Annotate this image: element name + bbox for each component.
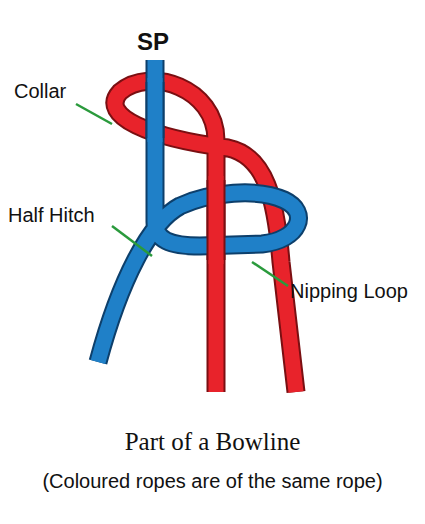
- diagram-caption: (Coloured ropes are of the same rope): [0, 470, 425, 493]
- rope-outline: [98, 60, 298, 362]
- rope-standing-part: [98, 60, 298, 362]
- rope-standing-part: [148, 78, 163, 142]
- rope-end-label: SP: [137, 28, 169, 56]
- part-label: Half Hitch: [8, 204, 95, 227]
- leader-line: [252, 262, 288, 286]
- part-label: Nipping Loop: [290, 280, 408, 303]
- leader-line: [112, 226, 152, 256]
- rope-collar: [209, 176, 224, 264]
- leader-line: [76, 104, 112, 124]
- diagram-title: Part of a Bowline: [0, 428, 425, 456]
- part-label: Collar: [14, 80, 66, 103]
